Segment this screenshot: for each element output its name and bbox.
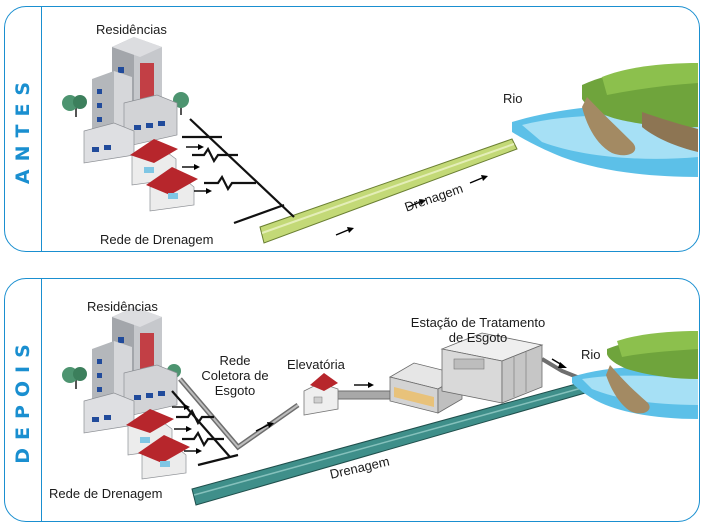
tree-icon [62,367,87,389]
scene-antes [62,37,698,244]
panel-antes: ANTES [4,6,700,252]
arrow-icon [407,199,426,208]
arrow-icon [194,188,212,194]
house-icon [146,167,198,212]
arrow-icon [182,164,200,170]
label-rede-drenagem: Rede de Drenagem [100,232,214,247]
label-residencias: Residências [87,299,158,314]
tree-icon [62,95,87,117]
scene-depois [62,307,698,506]
arrow-icon [186,144,204,150]
panel-depois: DEPOIS [4,278,700,522]
label-rio: Rio [581,347,601,362]
arrow-icon [255,422,274,432]
label-residencias: Residências [96,22,167,37]
drainage-highlight [261,143,515,234]
drainage-network [182,118,295,225]
label-rio: Rio [503,91,523,106]
label-rede-coletora: Rede Coletora de Esgoto [201,353,269,398]
drainage-highlight [193,385,590,496]
arrow-icon [174,426,192,432]
drainage-channel [259,138,518,244]
drainage-network [171,390,239,467]
label-estacao: Estação de Tratamento de Esgoto [410,315,546,345]
treatment-plant-icon [388,332,544,414]
sewer-pipe [178,377,300,451]
side-label-depois-text: DEPOIS [12,336,34,464]
house-icon [138,435,190,480]
building-icon [83,392,135,434]
arrow-icon [551,358,567,368]
side-label-depois: DEPOIS [5,279,42,521]
label-elevatoria: Elevatória [287,357,345,372]
building-icon [92,71,132,139]
arrow-icon [172,404,190,410]
building-icon [83,122,135,164]
side-label-antes: ANTES [5,7,42,251]
arrow-icon [184,448,202,454]
river-icon [512,63,698,177]
arrow-icon [469,175,488,184]
arrow-icon [335,227,354,236]
pump-station-icon [303,373,339,416]
side-label-antes-text: ANTES [12,73,35,185]
arrow-icon [354,382,374,388]
pressure-pipe [329,390,391,400]
label-rede-drenagem: Rede de Drenagem [49,486,163,501]
river-icon [572,331,698,419]
